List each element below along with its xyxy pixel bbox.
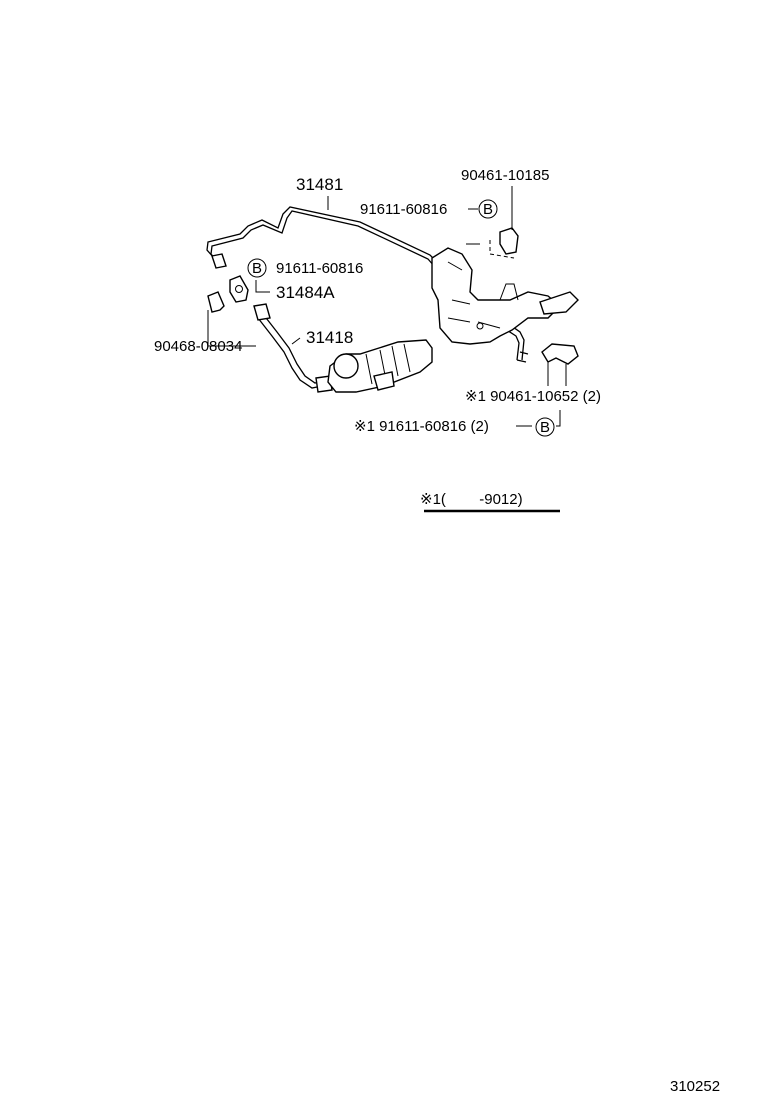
- label-90468-08034: 90468-08034: [154, 338, 242, 355]
- bolt-marker-label: B: [252, 260, 262, 277]
- clutch-hose-31418: [253, 303, 333, 393]
- bolt-marker-label: B: [483, 201, 493, 218]
- release-cylinder: [327, 339, 433, 393]
- label-90461-10652: ※1 90461-10652 (2): [465, 388, 601, 405]
- label-91611-60816-mid: 91611-60816: [276, 260, 363, 277]
- label-31481: 31481: [296, 175, 343, 194]
- clip-90468-08034: [207, 291, 256, 347]
- label-91611-60816-note: ※1 91611-60816 (2): [354, 418, 489, 435]
- bracket-31484a: [229, 275, 249, 303]
- label-31418: 31418: [306, 328, 353, 347]
- label-31484a: 31484A: [276, 283, 335, 302]
- footnote-text: ※1( -9012): [420, 491, 523, 508]
- bolt-marker-label: B: [540, 419, 550, 436]
- label-90461-10185: 90461-10185: [461, 167, 549, 184]
- label-91611-60816-top: 91611-60816: [360, 201, 447, 218]
- diagram-code: 310252: [670, 1078, 720, 1095]
- leader-lines: [255, 196, 532, 427]
- clamp-90461-10652: [541, 343, 579, 427]
- bolt-marker-icon: [247, 258, 267, 278]
- master-cylinder-assembly: [431, 247, 579, 345]
- bolt-marker-icon: [535, 417, 555, 437]
- clamp-90461-10185: [489, 186, 519, 259]
- bolt-marker-icon: [478, 199, 498, 219]
